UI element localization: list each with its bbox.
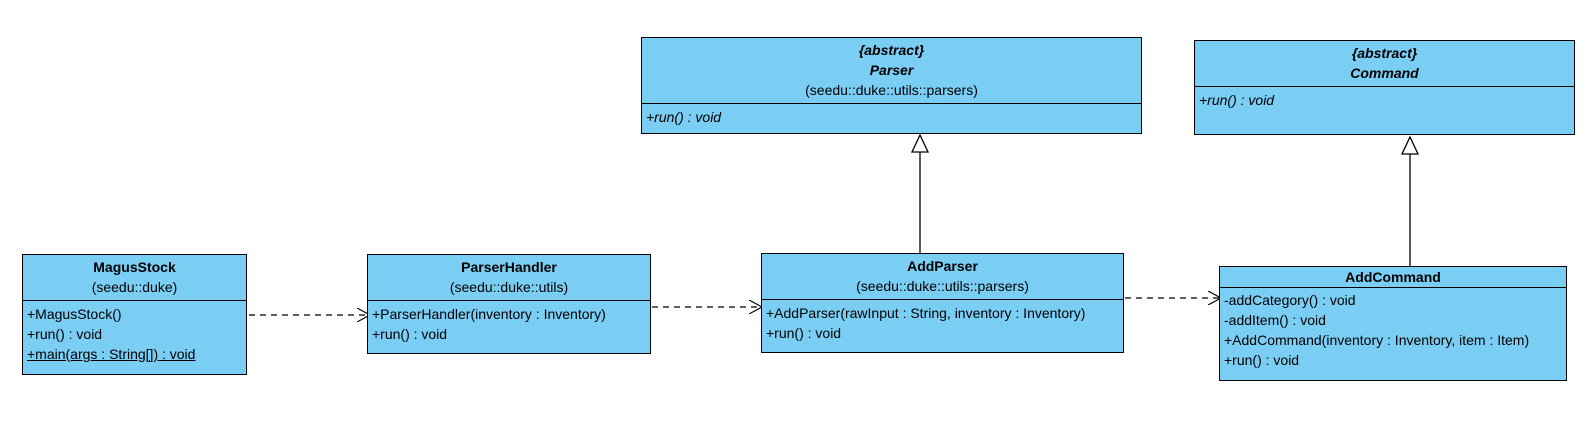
class-command[interactable]: {abstract} Command +run() : void [1194,40,1575,135]
class-command-header: {abstract} Command [1195,41,1574,87]
class-members: +ParserHandler(inventory : Inventory) +r… [368,301,650,347]
member-abstract: +run() : void [646,109,722,125]
class-name: Parser [869,62,914,78]
member: +run() : void [27,326,103,342]
class-name: Command [1350,65,1419,81]
class-parserhandler-header: ParserHandler (seedu::duke::utils) [368,255,650,301]
package-name: (seedu::duke::utils::parsers) [805,82,978,98]
stereotype: {abstract} [858,42,925,58]
member: +AddCommand(inventory : Inventory, item … [1224,332,1530,348]
class-addparser-header: AddParser (seedu::duke::utils::parsers) [762,254,1123,300]
class-parser-header: {abstract} Parser (seedu::duke::utils::p… [642,38,1141,104]
member-static: +main(args : String[]) : void [27,346,196,362]
package-name: (seedu::duke) [91,279,178,295]
class-members: +run() : void [642,104,1141,130]
class-name: AddParser [907,258,978,274]
class-members: +run() : void [1195,87,1574,113]
class-parser[interactable]: {abstract} Parser (seedu::duke::utils::p… [641,37,1142,134]
member: +AddParser(rawInput : String, inventory … [766,305,1086,321]
class-addcommand[interactable]: AddCommand -addCategory() : void -addIte… [1219,266,1567,381]
class-members: -addCategory() : void -addItem() : void … [1220,288,1566,372]
member: -addCategory() : void [1224,292,1356,308]
member: +ParserHandler(inventory : Inventory) [372,306,606,322]
class-addparser[interactable]: AddParser (seedu::duke::utils::parsers) … [761,253,1124,353]
member: +MagusStock() [27,306,122,322]
member: +run() : void [1224,352,1300,368]
member: +run() : void [372,326,448,342]
member-abstract: +run() : void [1199,92,1275,108]
class-members: +AddParser(rawInput : String, inventory … [762,300,1123,346]
package-name: (seedu::duke::utils::parsers) [856,278,1029,294]
stereotype: {abstract} [1351,45,1418,61]
generalization-addcommand-command-arrowhead [1400,135,1420,155]
class-parserhandler[interactable]: ParserHandler (seedu::duke::utils) +Pars… [367,254,651,354]
class-name: ParserHandler [461,259,557,275]
generalization-addparser-parser-arrowhead [910,133,930,153]
member: +run() : void [766,325,842,341]
class-members: +MagusStock() +run() : void +main(args :… [23,301,246,367]
member: -addItem() : void [1224,312,1326,328]
package-name: (seedu::duke::utils) [449,279,569,295]
class-magusstock[interactable]: MagusStock (seedu::duke) +MagusStock() +… [22,254,247,375]
class-name: AddCommand [1345,269,1441,285]
class-addcommand-header: AddCommand [1220,267,1566,288]
class-name: MagusStock [93,259,176,275]
class-magusstock-header: MagusStock (seedu::duke) [23,255,246,301]
